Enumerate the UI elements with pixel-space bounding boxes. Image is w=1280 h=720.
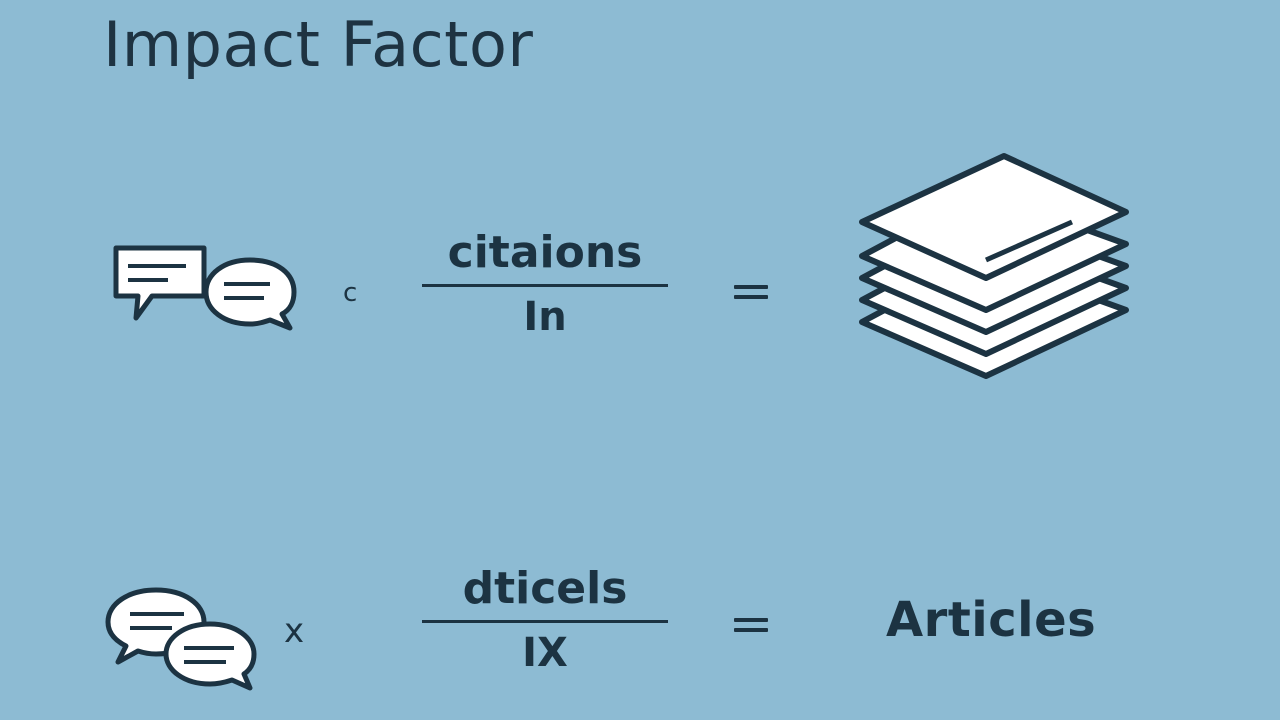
fraction-bar [422,284,668,287]
fraction-dticels: dticels IX [422,564,668,675]
operator-c: c [343,278,358,308]
operator-x: x [284,611,305,651]
fraction-bar [422,620,668,623]
stacked-papers-icon [859,153,1129,379]
page-title: Impact Factor [103,8,534,81]
speech-bubbles-icon [113,245,297,331]
denominator-in: In [523,294,567,340]
equals-sign [734,618,768,632]
fraction-citations: citaions In [422,228,668,339]
speech-bubbles-icon [105,587,257,691]
equals-sign [734,285,768,299]
result-articles: Articles [886,592,1097,648]
denominator-ix: IX [522,630,568,676]
numerator-dticels: dticels [462,563,628,614]
numerator-citations: citaions [447,227,643,278]
